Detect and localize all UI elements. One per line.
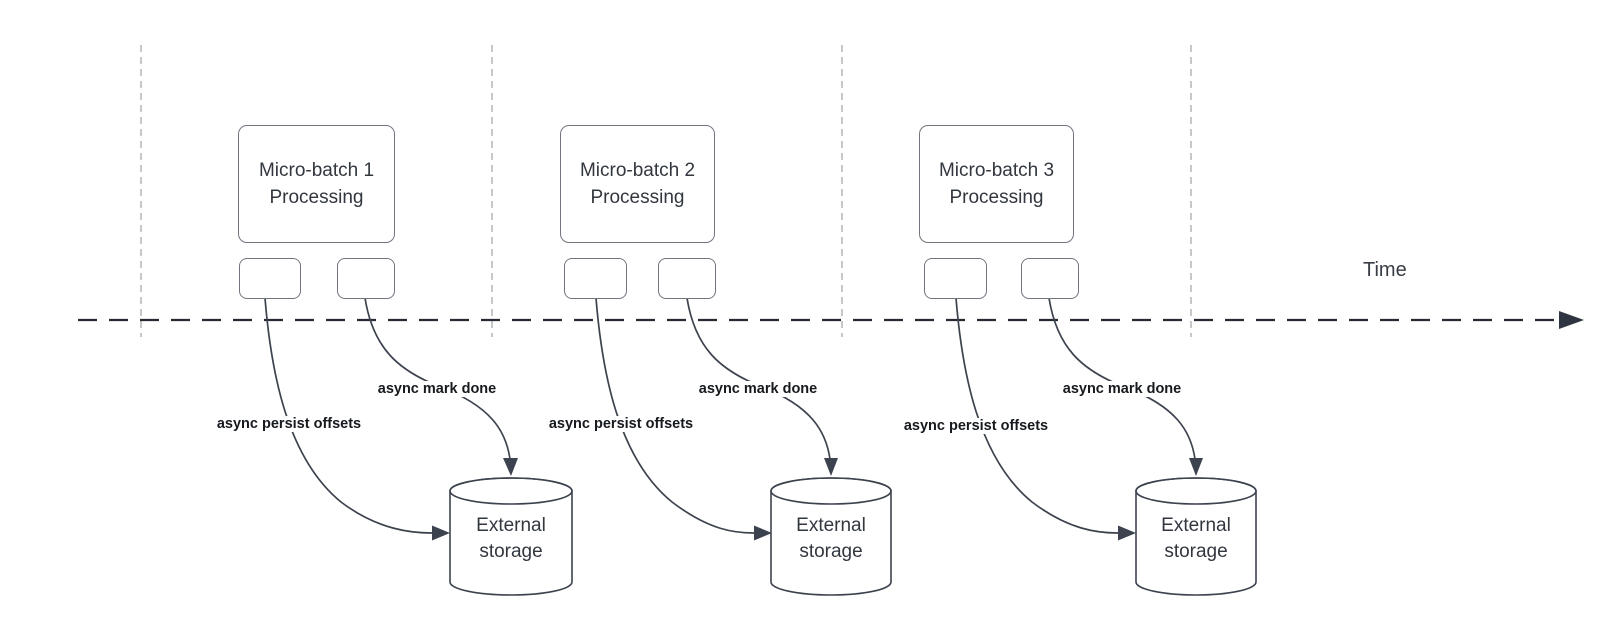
micro-batch-1-processing-label: Micro-batch 1 Processing <box>259 157 374 211</box>
persist-offsets-arrow-3 <box>955 297 1119 534</box>
persist-offsets-arrowhead-3-icon <box>1118 525 1136 541</box>
micro-batch-1-processing-box: Micro-batch 1 Processing <box>238 125 395 243</box>
task-box-1b <box>337 258 395 299</box>
persist-offsets-arrow-2 <box>595 297 755 534</box>
micro-batch-2-processing-label: Micro-batch 2 Processing <box>580 157 695 211</box>
persist-offsets-label-2: async persist offsets <box>545 416 697 432</box>
storage-cylinders <box>449 477 1257 596</box>
storage-cylinder-1-rim <box>449 477 573 505</box>
persist-offsets-arrow-1 <box>264 297 433 534</box>
external-storage-label-1: External storage <box>450 513 572 565</box>
mark-done-arrow-3 <box>1048 297 1196 460</box>
task-box-2a <box>564 258 627 299</box>
time-axis-label: Time <box>1363 259 1407 281</box>
micro-batch-3-title-line1: Micro-batch 3 <box>938 160 1055 181</box>
persist-offsets-arrowhead-2-icon <box>754 525 772 541</box>
mark-done-label-2: async mark done <box>695 381 821 397</box>
micro-batch-2-title-line1: Micro-batch 2 <box>579 160 696 181</box>
timeline-arrowhead-icon <box>1559 311 1584 329</box>
task-box-3b <box>1021 258 1079 299</box>
external-storage-label-3: External storage <box>1136 513 1256 565</box>
task-box-2b <box>658 258 716 299</box>
micro-batch-1-title-line1: Micro-batch 1 <box>258 160 375 181</box>
external-storage-1-line1: External <box>476 515 546 536</box>
mark-done-label-3: async mark done <box>1059 381 1185 397</box>
micro-batch-1-title-line2: Processing <box>269 187 364 208</box>
micro-batch-2-processing-box: Micro-batch 2 Processing <box>560 125 715 243</box>
micro-batch-3-title-line2: Processing <box>949 187 1044 208</box>
external-storage-3-line1: External <box>1161 515 1231 536</box>
external-storage-2-line1: External <box>796 515 866 536</box>
persist-offsets-label-3: async persist offsets <box>900 418 1052 434</box>
external-storage-1-line2: storage <box>479 541 543 562</box>
micro-batch-3-processing-box: Micro-batch 3 Processing <box>919 125 1074 243</box>
micro-batch-3-processing-label: Micro-batch 3 Processing <box>939 157 1054 211</box>
external-storage-3-line2: storage <box>1164 541 1228 562</box>
time-guide-lines <box>140 45 1192 337</box>
mark-done-arrowhead-3-icon <box>1189 458 1203 476</box>
task-box-3a <box>924 258 987 299</box>
persist-offsets-label-1: async persist offsets <box>213 416 365 432</box>
mark-done-arrow-1 <box>364 297 511 460</box>
mark-done-arrow-2 <box>686 297 831 460</box>
micro-batch-2-title-line2: Processing <box>590 187 685 208</box>
mark-done-label-1: async mark done <box>374 381 500 397</box>
storage-cylinder-2-rim <box>770 477 892 505</box>
storage-cylinder-3-rim <box>1135 477 1257 505</box>
external-storage-label-2: External storage <box>771 513 891 565</box>
external-storage-2-line2: storage <box>799 541 863 562</box>
task-box-1a <box>239 258 301 299</box>
mark-done-arrowhead-2-icon <box>824 458 838 476</box>
persist-offsets-arrowhead-1-icon <box>432 525 450 541</box>
mark-done-arrowhead-1-icon <box>503 458 518 476</box>
